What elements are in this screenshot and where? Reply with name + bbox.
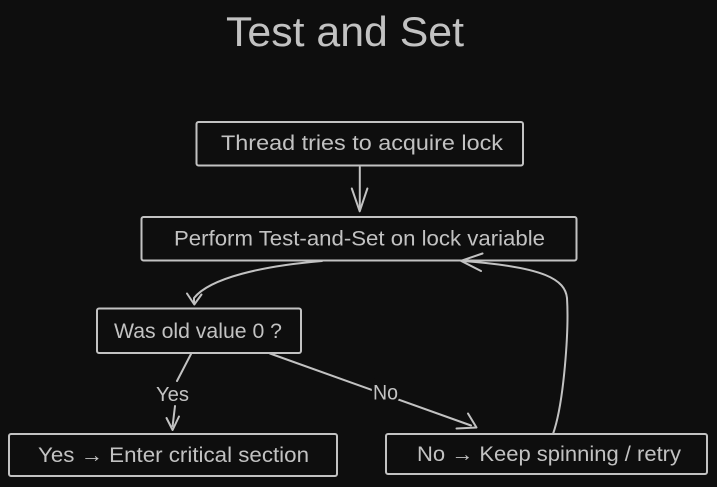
svg-text:No: No	[373, 382, 398, 405]
svg-text:Yes → Enter critical section: Yes → Enter critical section	[38, 444, 309, 467]
svg-text:Yes: Yes	[156, 384, 189, 406]
svg-text:No → Keep spinning / retry: No → Keep spinning / retry	[417, 443, 682, 466]
svg-text:Was old value 0 ?: Was old value 0 ?	[114, 320, 282, 343]
svg-text:Perform Test-and-Set on lock v: Perform Test-and-Set on lock variable	[174, 228, 545, 251]
svg-text:Test and Set: Test and Set	[226, 8, 464, 55]
svg-text:Thread tries to acquire lock: Thread tries to acquire lock	[221, 132, 504, 155]
